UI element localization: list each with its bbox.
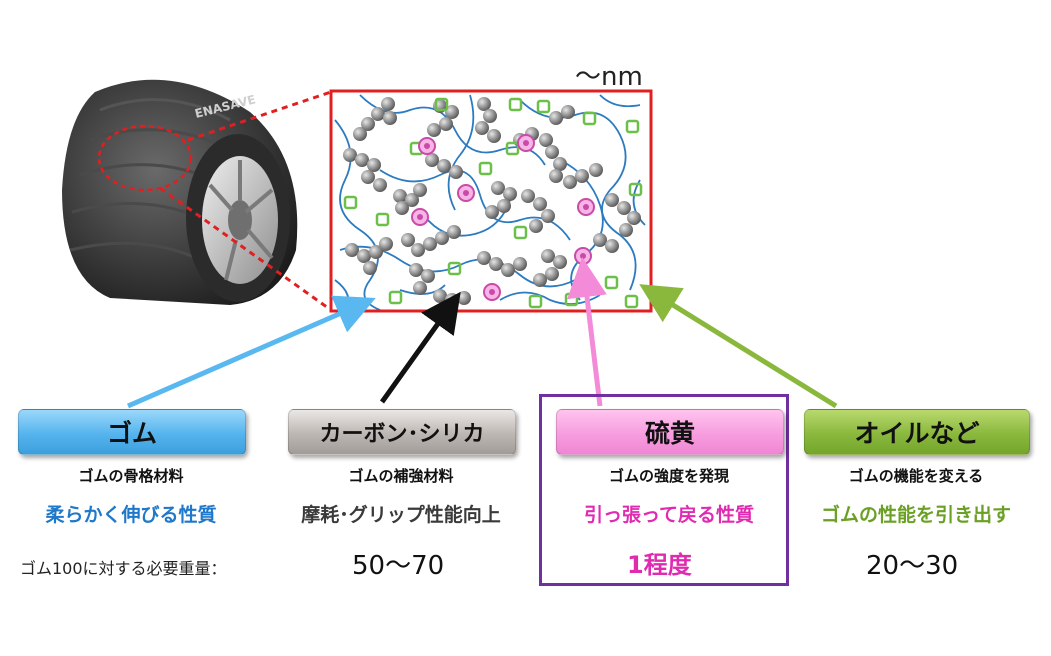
carbon-particles xyxy=(343,97,641,307)
zoom-line-top xyxy=(187,90,332,142)
sulfur-property: 引っ張って戻る性質 xyxy=(583,504,755,526)
required-weight-label: ゴム100に対する必要重量： xyxy=(20,559,227,578)
rubber-label: ゴム xyxy=(18,409,246,455)
oil-amount: 20～30 xyxy=(866,551,959,581)
carbon-silica-property: 摩耗･グリップ性能向上 xyxy=(301,504,501,526)
sulfur-arrow xyxy=(567,257,607,407)
oil-role: ゴムの機能を変える xyxy=(848,467,984,485)
zoom-region-marker xyxy=(97,124,193,192)
sulfur-role: ゴムの強度を発現 xyxy=(608,467,729,485)
sulfur-amount: 1程度 xyxy=(627,551,692,579)
carbon-silica-role: ゴムの補強材料 xyxy=(348,467,454,485)
carbon-silica-label: カーボン･シリカ xyxy=(288,409,516,455)
sulfur-highlight-frame xyxy=(539,394,789,586)
oil-arrow xyxy=(639,284,838,409)
zoom-line-bottom xyxy=(159,186,332,312)
microstructure-box xyxy=(329,89,653,313)
microstructure-frame xyxy=(329,89,653,313)
rubber-property: 柔らかく伸びる性質 xyxy=(45,504,217,526)
rubber-arrow xyxy=(127,295,376,409)
carbon-arrow xyxy=(379,291,461,404)
sulfur-crosslinks xyxy=(411,134,595,301)
sulfur-label: 硫黄 xyxy=(556,409,784,455)
rubber-role: ゴムの骨格材料 xyxy=(78,467,184,485)
oil-label: オイルなど xyxy=(804,409,1030,455)
oil-property: ゴムの性能を引き出す xyxy=(820,504,1011,526)
carbon-silica-amount: 50～70 xyxy=(352,551,445,581)
scale-label: ～nm xyxy=(575,62,643,92)
tire-image: ENASAVE xyxy=(62,79,298,305)
